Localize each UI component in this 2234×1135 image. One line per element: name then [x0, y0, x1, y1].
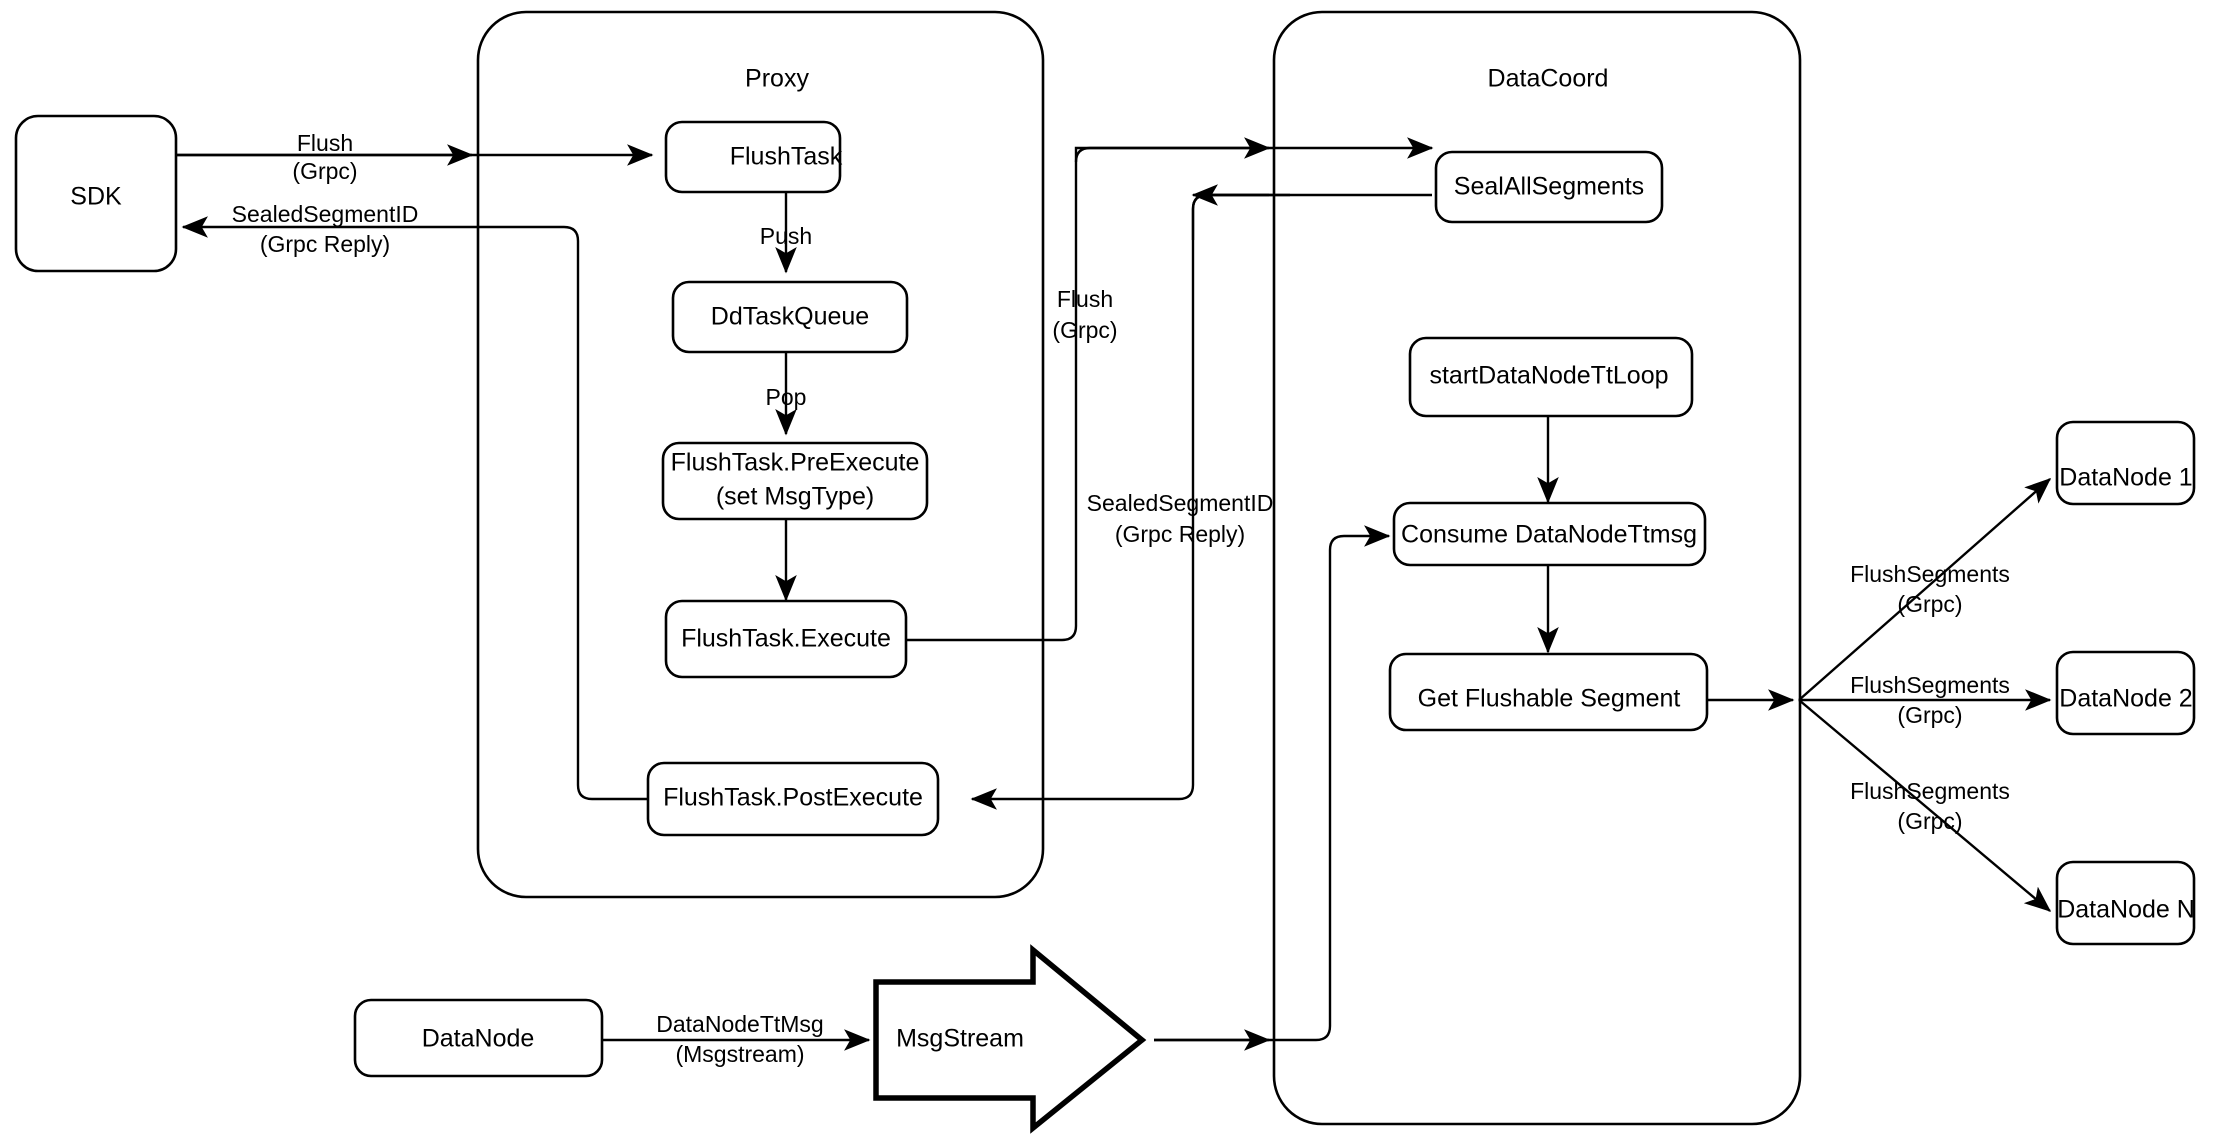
edge-label-sealedsegmentid-dc-line1: SealedSegmentID: [1087, 490, 1274, 516]
node-datanode-source[interactable]: [353, 998, 604, 1078]
edge-label-flush-grpc-line1: Flush: [297, 130, 353, 156]
node-flushtask-execute-label: FlushTask.Execute: [681, 625, 891, 653]
edge-label-flushsegments-2-line1: FlushSegments: [1850, 672, 2010, 698]
node-datanode-n-label: DataNode N: [2057, 896, 2195, 924]
node-datanode-2[interactable]: [2055, 650, 2196, 736]
edge-label-sealedsegmentid-reply-line1: SealedSegmentID: [232, 201, 419, 227]
edge-label-sealedsegmentid-dc-line2: (Grpc Reply): [1115, 521, 1245, 547]
node-sealallsegments-label: SealAllSegments: [1454, 173, 1644, 201]
edge-label-push: Push: [760, 223, 812, 249]
node-ddtaskqueue-label: DdTaskQueue: [711, 303, 869, 331]
node-flushtask-postexecute-label: FlushTask.PostExecute: [663, 784, 923, 812]
node-flushtask-preexecute[interactable]: [661, 441, 929, 521]
node-datanode-1[interactable]: [2055, 420, 2196, 506]
edge-fanout-to-datanodeN: [1798, 699, 2052, 912]
edge-label-flushsegments-1-line2: (Grpc): [1897, 591, 1962, 617]
node-msgstream-label: MsgStream: [896, 1025, 1024, 1053]
node-flushtask-label: FlushTask: [730, 143, 843, 171]
edge-label-flushsegments-n-line2: (Grpc): [1897, 808, 1962, 834]
edge-msgstream-to-consumettmsg: [1154, 525, 1391, 1042]
node-datanode-source-label: DataNode: [422, 1025, 535, 1053]
edge-label-flushsegments-2-line2: (Grpc): [1897, 702, 1962, 728]
edge-execute-to-sealallsegments: [906, 137, 1434, 642]
group-datacoord: [1272, 10, 1802, 1126]
node-startdatanodettloop-label: startDataNodeTtLoop: [1429, 362, 1668, 390]
edge-label-flush-grpc-line2: (Grpc): [292, 158, 357, 184]
node-flushtask-postexecute[interactable]: [646, 761, 940, 837]
edge-proxy-to-datacoord-boundary: [1074, 137, 1271, 162]
edge-label-pop: Pop: [766, 384, 807, 410]
node-flushtask-execute[interactable]: [664, 599, 908, 679]
node-flushtask[interactable]: [664, 120, 842, 194]
node-consume-datanodettmsg[interactable]: [1392, 501, 1707, 567]
node-flushtask-preexecute-label-line1: FlushTask.PreExecute: [671, 449, 920, 477]
node-flushtask-preexecute-label-line2: (set MsgType): [716, 483, 874, 511]
edge-fanout-to-datanode1: [1798, 478, 2052, 701]
node-sdk[interactable]: [14, 114, 178, 273]
group-proxy-title: Proxy: [745, 65, 809, 93]
node-get-flushable-segment-label: Get Flushable Segment: [1418, 685, 1681, 713]
edge-label-flushsegments-1-line1: FlushSegments: [1850, 561, 2010, 587]
node-datanode-1-label: DataNode 1: [2059, 464, 2192, 492]
node-ddtaskqueue[interactable]: [671, 280, 909, 354]
edge-label-flush-to-dc-line1: Flush: [1057, 286, 1113, 312]
node-sealallsegments[interactable]: [1434, 150, 1664, 224]
edge-label-flushsegments-n-line1: FlushSegments: [1850, 778, 2010, 804]
node-get-flushable-segment[interactable]: [1388, 652, 1709, 732]
node-datanode-2-label: DataNode 2: [2059, 685, 2192, 713]
edge-label-flush-to-dc-line2: (Grpc): [1052, 317, 1117, 343]
edge-label-sealedsegmentid-reply-line2: (Grpc Reply): [260, 231, 390, 257]
edge-postexecute-to-sdk: [181, 216, 648, 801]
edge-label-datanodettmsg-line1: DataNodeTtMsg: [656, 1011, 823, 1037]
group-datacoord-title: DataCoord: [1488, 65, 1609, 93]
node-consume-datanodettmsg-label: Consume DataNodeTtmsg: [1401, 521, 1697, 549]
edge-label-datanodettmsg-line2: (Msgstream): [675, 1041, 804, 1067]
group-proxy: [476, 10, 1045, 899]
node-sdk-label: SDK: [70, 183, 122, 211]
node-msgstream[interactable]: [873, 944, 1147, 1134]
node-datanode-n[interactable]: [2055, 860, 2196, 946]
edge-datacoord-to-proxy-boundary: [1191, 193, 1290, 240]
node-startdatanodettloop[interactable]: [1408, 336, 1694, 418]
